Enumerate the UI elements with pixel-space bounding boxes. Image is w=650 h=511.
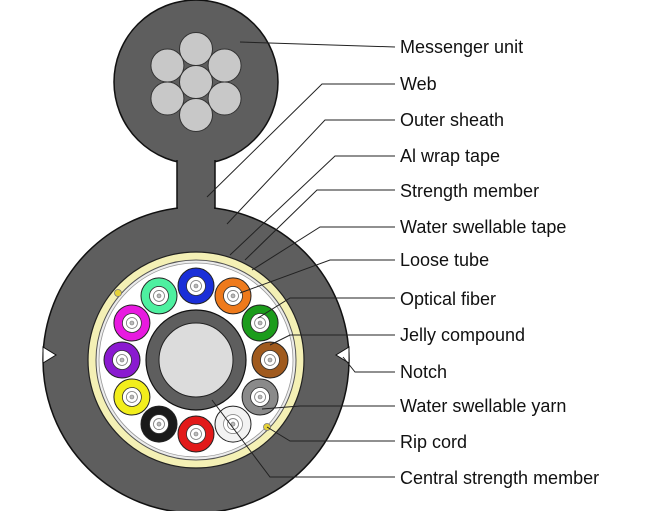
- leader-strength-member: [244, 189, 395, 261]
- label-central-strength-member: Central strength member: [400, 468, 599, 488]
- loose-tube-aqua: [140, 277, 178, 315]
- label-optical-fiber: Optical fiber: [400, 289, 496, 309]
- main-cable: [42, 200, 350, 511]
- messenger-wire: [179, 65, 213, 99]
- label-notch: Notch: [400, 362, 447, 382]
- leader-lines: [206, 41, 396, 478]
- label-rip-cord: Rip cord: [400, 432, 467, 452]
- loose-tube-slate: [241, 378, 279, 416]
- messenger-wire: [179, 98, 213, 132]
- messenger-wire: [207, 81, 242, 116]
- leader-central-member: [211, 399, 395, 478]
- optical-fiber: [254, 317, 266, 329]
- optical-fiber-core: [119, 357, 125, 363]
- optical-fiber: [153, 290, 165, 302]
- optical-fiber-core: [257, 394, 263, 400]
- leader-loose-tube: [239, 259, 395, 294]
- optical-fiber: [264, 354, 276, 366]
- messenger-wire: [150, 81, 185, 116]
- strength-member-dot: [114, 289, 122, 297]
- optical-fiber-core: [230, 293, 236, 299]
- loose-tube-black: [140, 405, 178, 443]
- label-outer-sheath: Outer sheath: [400, 110, 504, 130]
- optical-fiber-core: [129, 394, 135, 400]
- leader-yarn: [261, 405, 395, 410]
- label-jelly-compound: Jelly compound: [400, 325, 525, 345]
- leader-al-tape: [229, 155, 395, 256]
- optical-fiber-core: [156, 421, 162, 427]
- optical-fiber: [254, 391, 266, 403]
- optical-fiber-core: [129, 320, 135, 326]
- optical-fiber: [190, 280, 202, 292]
- loose-tube-rose: [113, 304, 151, 342]
- optical-fiber: [227, 290, 239, 302]
- leader-optical-fiber: [257, 297, 395, 319]
- label-al-wrap-tape: Al wrap tape: [400, 146, 500, 166]
- leader-web: [206, 83, 395, 198]
- messenger-wires: [150, 32, 242, 132]
- loose-tube-blue: [177, 267, 215, 305]
- optical-fiber-core: [193, 283, 199, 289]
- label-strength-member: Strength member: [400, 181, 539, 201]
- leader-messenger: [239, 41, 396, 48]
- label-water-swellable-tape: Water swellable tape: [400, 217, 566, 237]
- leader-water-tape: [251, 226, 395, 271]
- optical-fiber: [126, 317, 138, 329]
- messenger-wire: [207, 48, 242, 83]
- notch-left: [42, 346, 57, 364]
- loose-tube-yellow: [113, 378, 151, 416]
- optical-fiber-core: [257, 320, 263, 326]
- web-junction: [178, 200, 214, 215]
- leader-rip-cord: [266, 426, 395, 442]
- loose-tube-violet: [103, 341, 141, 379]
- loose-tube-white: [214, 405, 252, 443]
- optical-fiber-core: [230, 421, 236, 427]
- optical-fiber: [126, 391, 138, 403]
- label-loose-tube: Loose tube: [400, 250, 489, 270]
- messenger-unit: [113, 0, 279, 165]
- optical-fiber: [227, 418, 239, 430]
- loose-tube-orange: [214, 277, 252, 315]
- messenger-wire: [179, 32, 213, 66]
- messenger-wire: [150, 48, 185, 83]
- loose-tube-brown: [251, 341, 289, 379]
- notch-right: [335, 346, 350, 364]
- leader-outer-sheath: [226, 119, 395, 225]
- leader-notch: [342, 356, 395, 373]
- loose-tubes: [103, 267, 289, 453]
- leader-jelly: [269, 334, 395, 346]
- optical-fiber: [190, 428, 202, 440]
- optical-fiber: [153, 418, 165, 430]
- optical-fiber: [116, 354, 128, 366]
- optical-fiber-core: [156, 293, 162, 299]
- optical-fiber-core: [267, 357, 273, 363]
- label-messenger-unit: Messenger unit: [400, 37, 523, 57]
- optical-fiber-core: [193, 431, 199, 437]
- loose-tube-green: [241, 304, 279, 342]
- loose-tube-red: [177, 415, 215, 453]
- central-strength-member-core: [158, 322, 234, 398]
- labels: Messenger unit Web Outer sheath Al wrap …: [400, 37, 599, 488]
- label-web: Web: [400, 74, 437, 94]
- label-water-swellable-yarn: Water swellable yarn: [400, 396, 566, 416]
